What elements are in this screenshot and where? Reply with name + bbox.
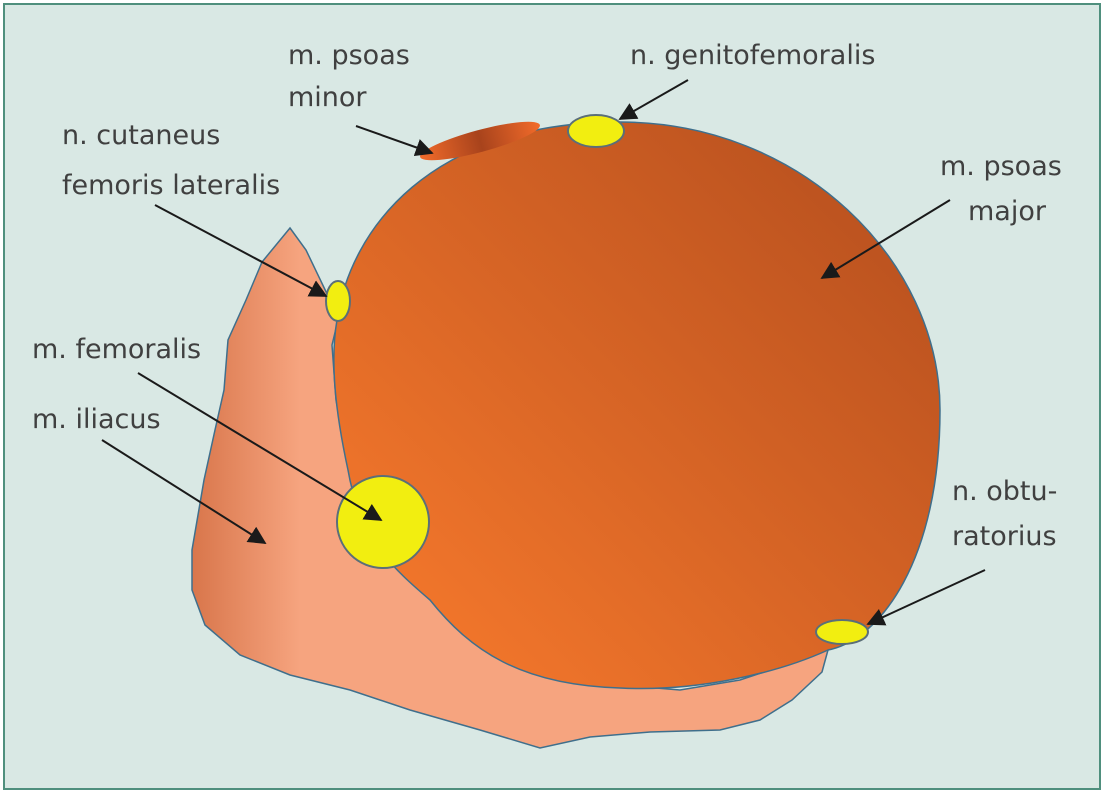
arrow-psoas-minor	[355, 125, 434, 157]
obturator-nerve	[815, 619, 869, 645]
arrow-femoralis	[137, 372, 383, 521]
label-psoas-major-line2: major	[968, 196, 1047, 227]
arrow-iliacus	[101, 439, 267, 544]
psoas-minor-muscle	[420, 121, 540, 161]
label-obturatorius-line2: ratorius	[952, 521, 1057, 552]
label-obturatorius-line1: n. obtu-	[952, 476, 1057, 507]
label-psoas-minor: m. psoas minor	[288, 40, 418, 113]
label-iliacus: m. iliacus	[32, 404, 161, 435]
arrow-genitofemoralis	[618, 79, 689, 120]
label-femoralis: m. femoralis	[32, 334, 201, 365]
label-cutaneus-femoris-lateralis: n. cutaneus femoris lateralis	[62, 120, 280, 201]
arrow-cutaneus	[154, 204, 328, 297]
label-psoas-minor-line1: m. psoas	[288, 40, 410, 71]
label-iliacus-line1: m. iliacus	[32, 404, 161, 435]
arrow-obturatorius	[866, 569, 986, 626]
genitofemoral-nerve	[567, 114, 625, 148]
label-psoas-minor-line2: minor	[288, 82, 367, 113]
label-cutaneus-line2: femoris lateralis	[62, 170, 280, 201]
label-femoralis-line1: m. femoralis	[32, 334, 201, 365]
arrow-psoas-major	[820, 199, 951, 279]
label-psoas-major-line1: m. psoas	[940, 151, 1062, 182]
label-obturatorius: n. obtu- ratorius	[952, 476, 1066, 552]
label-cutaneus-line1: n. cutaneus	[62, 120, 220, 151]
label-genitofemoralis: n. genitofemoralis	[630, 40, 875, 71]
femoral-nerve	[336, 475, 430, 569]
label-genitofemoralis-line1: n. genitofemoralis	[630, 40, 875, 71]
label-psoas-major: m. psoas major	[940, 151, 1070, 227]
lateral-femoral-cutaneous-nerve	[325, 280, 351, 322]
